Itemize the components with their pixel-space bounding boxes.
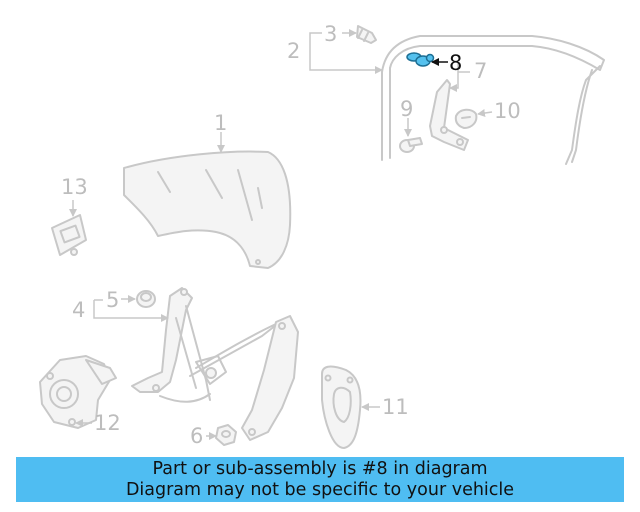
screw-part-3 (356, 25, 377, 44)
clip-nut-part-10 (454, 108, 478, 129)
callout-9: 9 (400, 97, 413, 121)
leader-line-7 (450, 62, 470, 88)
window-regulator-part-4 (131, 287, 299, 441)
callout-3: 3 (324, 22, 337, 46)
callout-2: 2 (287, 39, 300, 63)
callout-5: 5 (106, 288, 119, 312)
callout-7: 7 (474, 59, 487, 83)
inside-handle-part-11 (321, 365, 362, 449)
parts-diagram: 2 3 8 7 9 10 1 13 4 5 6 11 12 (39, 22, 605, 449)
callout-8: 8 (449, 51, 462, 75)
nut-part-5 (136, 290, 156, 308)
run-channel-part (381, 35, 605, 165)
callout-4: 4 (72, 298, 85, 322)
callout-6: 6 (190, 424, 203, 448)
callout-12: 12 (94, 411, 121, 435)
leader-line-2 (309, 50, 383, 74)
leader-line-10 (477, 109, 493, 117)
leader-line-4 (93, 300, 169, 322)
callout-13: 13 (61, 175, 88, 199)
bolt-part-9 (399, 137, 423, 153)
callout-11: 11 (382, 395, 409, 419)
door-glass-part-1 (123, 150, 292, 269)
highlighted-clip-part-8 (406, 52, 435, 67)
info-banner: Part or sub-assembly is #8 in diagram Di… (16, 457, 624, 502)
banner-line-part-info: Part or sub-assembly is #8 in diagram (152, 458, 488, 479)
nut-part-6 (215, 424, 237, 446)
callout-10: 10 (494, 99, 521, 123)
window-switch-part-13 (51, 214, 87, 256)
leader-line-2-top (309, 32, 322, 50)
window-motor-part-12 (39, 355, 117, 429)
banner-line-disclaimer: Diagram may not be specific to your vehi… (125, 479, 515, 500)
callout-1: 1 (214, 111, 227, 135)
